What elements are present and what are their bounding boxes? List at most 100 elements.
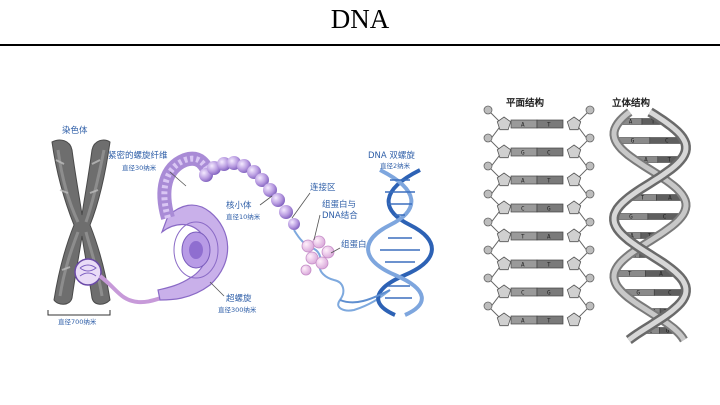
- sugar-left: [496, 312, 512, 327]
- spatial-base-left: G: [629, 214, 633, 221]
- sugar-left: [496, 172, 512, 187]
- base-label-left: A: [521, 262, 525, 269]
- phosphate-right: [585, 133, 595, 143]
- sugar-right: [566, 228, 582, 243]
- sugar-left: [496, 144, 512, 159]
- base-label-left: C: [521, 290, 525, 297]
- spatial-base-right: T: [668, 157, 672, 164]
- sugar-right: [566, 144, 582, 159]
- spatial-base-left: G: [631, 138, 635, 145]
- base-label-left: A: [521, 122, 525, 129]
- base-label-right: C: [547, 150, 551, 157]
- sugar-left: [496, 116, 512, 131]
- phosphate-right: [585, 245, 595, 255]
- base-right: [536, 175, 564, 185]
- base-right: [536, 119, 564, 129]
- base-label-left: T: [521, 234, 525, 241]
- phosphate-right: [585, 273, 595, 283]
- spatial-base-left: T: [641, 195, 645, 202]
- label-dna-size: 直径2纳米: [380, 161, 411, 170]
- slide-title: DNA: [330, 4, 390, 34]
- phosphate-left: [483, 161, 493, 171]
- base-label-left: A: [521, 178, 525, 185]
- sugar-right: [566, 172, 582, 187]
- base-label-left: G: [521, 150, 525, 157]
- spatial-base-left: A: [630, 233, 634, 240]
- magnifier-circle: [74, 258, 102, 286]
- spatial-base-left: G: [636, 290, 640, 297]
- base-label-right: A: [547, 234, 551, 241]
- spatial-base-right: A: [668, 195, 672, 202]
- label-tight-helix-size: 直径30纳米: [122, 163, 157, 172]
- phosphate-left: [483, 189, 493, 199]
- phosphate-left: [483, 245, 493, 255]
- label-histone-dna-2: DNA结合: [322, 210, 358, 221]
- base-label-left: C: [521, 206, 525, 213]
- title-divider: [0, 44, 720, 46]
- base-label-right: T: [547, 318, 551, 325]
- sugar-left: [496, 284, 512, 299]
- spatial-base-right: C: [663, 214, 667, 221]
- base-right: [536, 147, 564, 157]
- base-label-left: A: [521, 318, 525, 325]
- spatial-base-left: A: [644, 157, 648, 164]
- label-dna-double-helix: DNA 双螺旋: [368, 150, 415, 161]
- phosphate-right: [585, 161, 595, 171]
- phosphate-left: [483, 273, 493, 283]
- phosphate-right: [585, 217, 595, 227]
- sugar-right: [566, 200, 582, 215]
- label-histone: 组蛋白: [341, 239, 367, 250]
- label-supercoil: 超螺旋: [226, 293, 252, 304]
- phosphate-left: [483, 301, 493, 311]
- spatial-base-right: G: [666, 328, 670, 335]
- label-chromosome-size: 直径700纳米: [58, 317, 97, 326]
- label-nucleosome-size: 直径10纳米: [226, 212, 261, 221]
- sugar-left: [496, 256, 512, 271]
- label-chromosome: 染色体: [62, 125, 88, 136]
- phosphate-left: [483, 105, 493, 115]
- base-right: [536, 315, 564, 325]
- base-label-right: T: [547, 122, 551, 129]
- sugar-left: [496, 200, 512, 215]
- base-label-right: G: [547, 290, 551, 297]
- label-supercoil-size: 直径300纳米: [218, 305, 257, 314]
- left-labels: 紧密的螺旋纤维 直径30纳米 核小体 直径10纳米 超螺旋 直径300纳米 连接…: [108, 150, 415, 314]
- sugar-right: [566, 284, 582, 299]
- phosphate-left: [483, 217, 493, 227]
- helix-fiber: [199, 156, 300, 230]
- base-right: [536, 259, 564, 269]
- sugar-right: [566, 116, 582, 131]
- base-right: [536, 287, 564, 297]
- dna-double-helix: [339, 168, 434, 317]
- spatial-base-right: A: [659, 271, 663, 278]
- phosphate-right: [585, 105, 595, 115]
- spatial-base-left: A: [629, 119, 633, 126]
- spatial-base-left: T: [628, 271, 632, 278]
- spatial-base-right: C: [665, 138, 669, 145]
- nucleosomes: [293, 229, 391, 312]
- label-spatial-structure: 立体结构: [612, 97, 651, 109]
- label-nucleosome: 核小体: [226, 200, 252, 211]
- supercoil: [157, 151, 229, 301]
- label-planar-structure: 平面结构: [506, 97, 545, 109]
- sugar-right: [566, 312, 582, 327]
- base-right: [536, 231, 564, 241]
- base-label-right: G: [547, 206, 551, 213]
- phosphate-right: [585, 301, 595, 311]
- chromosome-figure: 染色体 直径700纳米: [47, 125, 111, 326]
- phosphate-left: [483, 133, 493, 143]
- sugar-left: [496, 228, 512, 243]
- phosphate-right: [585, 189, 595, 199]
